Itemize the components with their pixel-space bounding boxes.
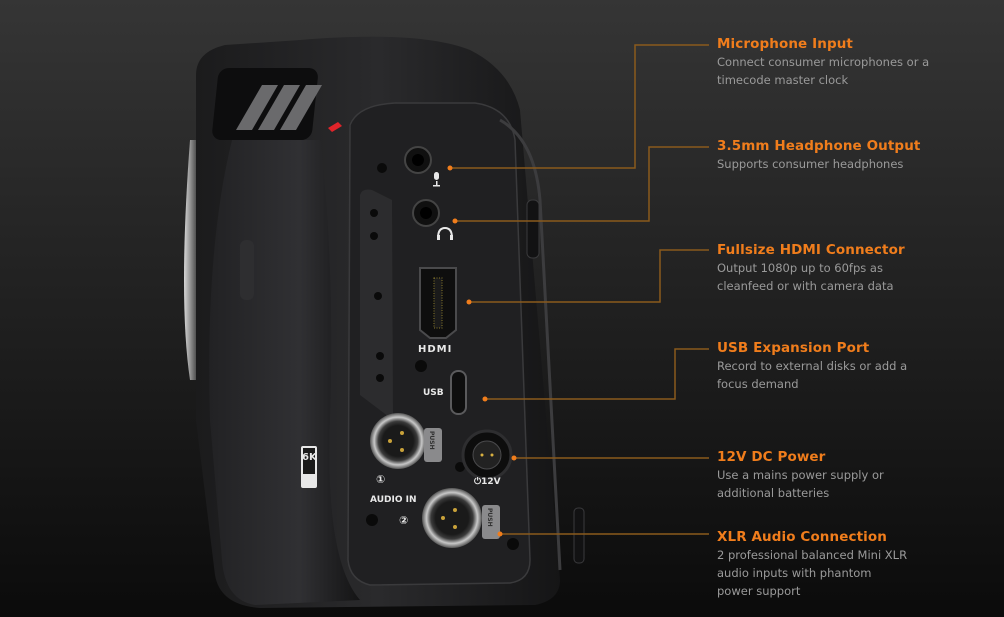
xlr-input-1 [370, 413, 426, 469]
side-button [526, 199, 540, 259]
feature-dc-power: 12V DC Power Use a mains power supply or… [717, 449, 997, 502]
feature-xlr-audio: XLR Audio Connection 2 professional bala… [717, 529, 997, 600]
feature-title: XLR Audio Connection [717, 529, 887, 545]
input-2-label: ② [399, 514, 409, 527]
feature-title: 12V DC Power [717, 449, 826, 465]
badge-inner [303, 448, 315, 474]
input-1-label: ① [376, 473, 386, 486]
feature-desc: Supports consumer headphones [717, 157, 904, 171]
push-tab-1 [424, 428, 442, 462]
feature-title: USB Expansion Port [717, 340, 870, 356]
side-button-lower [573, 507, 585, 564]
push-label-2: PUSH [486, 508, 493, 527]
power-label: ⏻12V [474, 477, 501, 487]
badge-6k: 6K [302, 452, 317, 463]
vent-slats [236, 85, 322, 130]
xlr-input-2 [422, 488, 482, 548]
feature-title: Microphone Input [717, 36, 853, 52]
tally-light [328, 122, 342, 132]
feature-hdmi-connector: Fullsize HDMI Connector Output 1080p up … [717, 242, 997, 295]
microphone-icon [433, 172, 440, 187]
headphone-icon [437, 226, 453, 239]
feature-headphone-output: 3.5mm Headphone Output Supports consumer… [717, 138, 997, 173]
usb-label: USB [423, 388, 444, 398]
push-label-1: PUSH [428, 431, 435, 450]
screws [366, 163, 519, 550]
feature-title: Fullsize HDMI Connector [717, 242, 905, 258]
push-tab-2 [482, 505, 500, 539]
audio-in-label: AUDIO IN [370, 495, 417, 505]
usb-port [450, 370, 467, 415]
feature-title: 3.5mm Headphone Output [717, 138, 921, 154]
screw-plate [360, 189, 393, 420]
scroll-wheel [240, 240, 254, 300]
lens-mount [184, 140, 198, 380]
hdmi-label: HDMI [418, 344, 453, 355]
feature-microphone-input: Microphone Input Connect consumer microp… [717, 36, 997, 89]
feature-usb-port: USB Expansion Port Record to external di… [717, 340, 997, 393]
